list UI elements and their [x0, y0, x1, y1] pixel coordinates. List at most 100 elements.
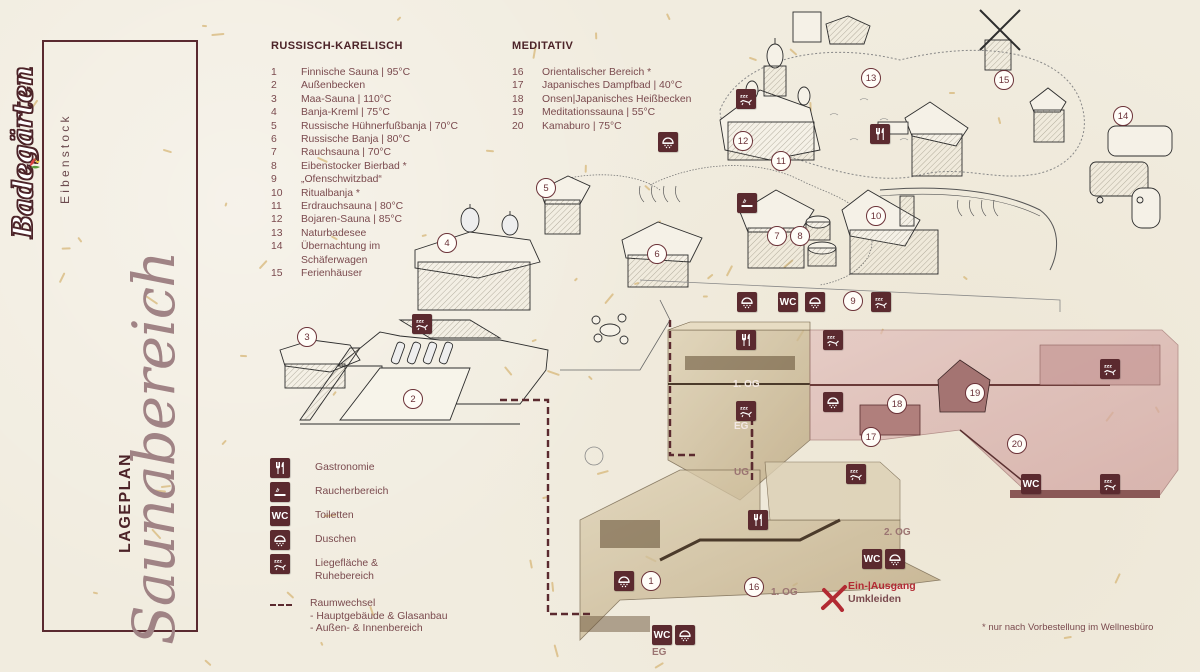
lounger-icon: zzz: [823, 330, 843, 350]
lounger-icon: zzz: [846, 464, 866, 484]
map-marker-4[interactable]: 4: [437, 233, 457, 253]
shower-icon: [614, 571, 634, 591]
room-change-legend: Raumwechsel - Hauptgebäude & Glasanbau -…: [270, 598, 448, 636]
lounger-icon: zzz: [736, 401, 756, 421]
item-number: 2: [271, 80, 277, 92]
map-marker-8[interactable]: 8: [790, 226, 810, 246]
map-marker-9[interactable]: 9: [843, 291, 863, 311]
map-marker-13[interactable]: 13: [861, 68, 881, 88]
wc-icon: WC: [1021, 474, 1041, 494]
item-number: 8: [271, 160, 277, 172]
cutlery-icon: [870, 124, 890, 144]
room-change-label: Raumwechsel - Hauptgebäude & Glasanbau -…: [310, 598, 448, 634]
list-item: 11 Erdrauchsauna | 80°C: [271, 200, 458, 213]
legend-label: Duschen: [315, 534, 357, 545]
floor-label-eg-upper: EG: [734, 421, 749, 432]
map-marker-15[interactable]: 15: [994, 70, 1014, 90]
section-heading-meditativ: MEDITATIV: [512, 40, 574, 52]
leaf-icon: [30, 158, 40, 169]
footnote: * nur nach Vorbestellung im Wellnesbüro: [982, 622, 1154, 633]
item-number: 16: [512, 67, 524, 78]
legend-item: Duschen: [270, 530, 388, 554]
map-marker-20[interactable]: 20: [1007, 434, 1027, 454]
item-label: Rauchsauna | 70°C: [301, 147, 392, 159]
room-change-path-outdoor: [500, 398, 590, 616]
legend-item: Raucherbereich: [270, 482, 388, 506]
legend-label: Liegefläche & Ruhebereich: [315, 558, 378, 582]
item-label: Kamaburo | 75°C: [542, 120, 622, 132]
item-number: 11: [271, 201, 282, 213]
entrance-exit-text: Ein-|Ausgang: [848, 580, 916, 592]
lounger-icon: zzz: [1100, 474, 1120, 494]
svg-text:zzz: zzz: [1104, 365, 1112, 370]
item-label: Außenbecken: [301, 80, 366, 92]
svg-text:zzz: zzz: [827, 336, 835, 341]
list-item: 12 Bojaren-Sauna | 85°C: [271, 213, 458, 226]
floor-label-ug: UG: [734, 467, 749, 478]
shower-icon: [805, 292, 825, 312]
item-number: 12: [271, 214, 283, 226]
svg-text:zzz: zzz: [416, 320, 424, 325]
shower-icon: [658, 132, 678, 152]
wc-icon: WC: [862, 549, 882, 569]
map-marker-11[interactable]: 11: [771, 151, 791, 171]
map-marker-12[interactable]: 12: [733, 131, 753, 151]
lounger-icon: zzz: [412, 314, 432, 334]
list-item: 2 Außenbecken: [271, 79, 458, 92]
svg-text:zzz: zzz: [274, 560, 282, 565]
map-marker-18[interactable]: 18: [887, 394, 907, 414]
item-label: Maa-Sauna | 110°C: [301, 93, 392, 105]
map-marker-16[interactable]: 16: [744, 577, 764, 597]
map-marker-17[interactable]: 17: [861, 427, 881, 447]
map-marker-5[interactable]: 5: [536, 178, 556, 198]
brand-name: Badegärten: [7, 66, 40, 239]
item-label: Bojaren-Sauna | 85°C: [301, 214, 403, 226]
lounger-icon: zzz: [871, 292, 891, 312]
floor-label-1og-lower: 1. OG: [771, 587, 798, 598]
list-item: 7 Rauchsauna | 70°C: [271, 146, 458, 159]
item-label: Meditationssauna | 55°C: [542, 107, 656, 119]
item-number: 6: [271, 134, 277, 146]
map-marker-19[interactable]: 19: [965, 383, 985, 403]
map-marker-7[interactable]: 7: [767, 226, 787, 246]
wc-icon: WC: [778, 292, 798, 312]
map-marker-10[interactable]: 10: [866, 206, 886, 226]
map-marker-6[interactable]: 6: [647, 244, 667, 264]
item-number: 17: [512, 80, 524, 92]
list-item: 20 Kamaburo | 75°C: [512, 120, 691, 133]
changing-rooms-text: Umkleiden: [848, 593, 902, 605]
map-marker-3[interactable]: 3: [297, 327, 317, 347]
shower-icon: [885, 549, 905, 569]
legend-item: zzz Liegefläche & Ruhebereich: [270, 554, 388, 584]
item-label: Übernachtung im Schäferwagen: [301, 241, 381, 266]
floor-label-eg-lower: EG: [652, 647, 667, 658]
map-marker-14[interactable]: 14: [1113, 106, 1133, 126]
map-marker-1[interactable]: 1: [641, 571, 661, 591]
item-number: 19: [512, 107, 524, 119]
cigarette-icon: [737, 193, 757, 213]
wc-icon: WC: [652, 625, 672, 645]
list-item: 19 Meditationssauna | 55°C: [512, 106, 691, 119]
item-number: 5: [271, 120, 277, 132]
floor-label-1og-upper: 1. OG: [733, 379, 760, 390]
map-marker-2[interactable]: 2: [403, 389, 423, 409]
cutlery-icon: [270, 458, 290, 478]
cutlery-icon: [736, 330, 756, 350]
list-item: 9„Ofenschwitzbad“: [271, 173, 458, 186]
floor-label-2og: 2. OG: [884, 527, 911, 538]
shower-icon: [737, 292, 757, 312]
item-number: 9: [271, 174, 277, 186]
item-label: Erdrauchsauna | 80°C: [301, 201, 404, 213]
item-number: 7: [271, 147, 277, 159]
item-number: 20: [512, 120, 524, 132]
